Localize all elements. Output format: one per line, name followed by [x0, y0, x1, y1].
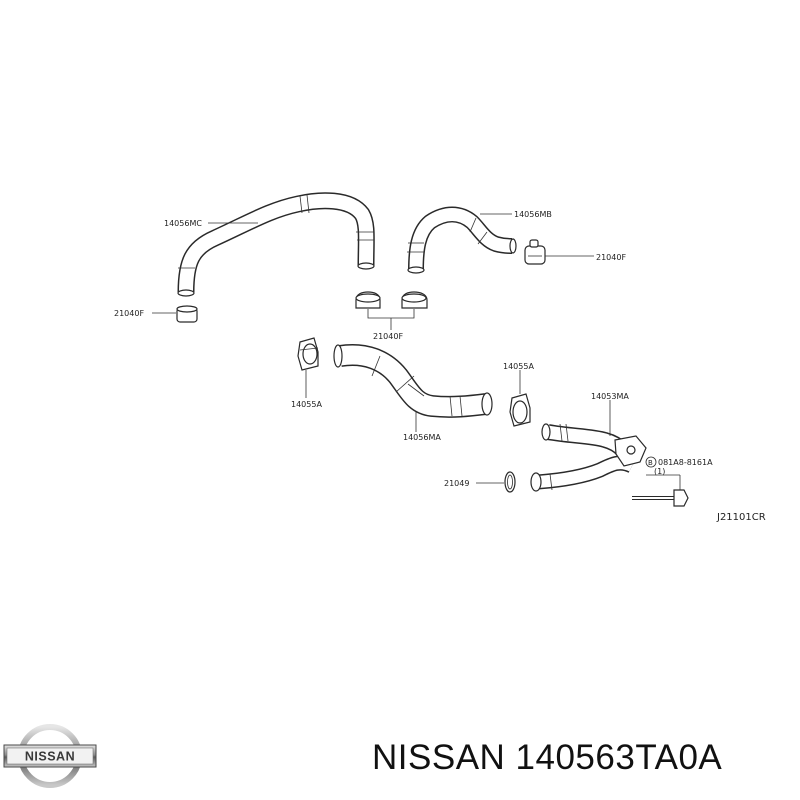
hose-14056mb: [407, 206, 517, 274]
clamp-21040f-center-a: [355, 291, 381, 309]
label-bolt-marker: B: [648, 459, 653, 467]
label-bolt-ref: 081A8-8161A: [658, 458, 713, 467]
hose-14056mc: [177, 192, 375, 297]
label-21040f-right: 21040F: [596, 253, 626, 262]
label-14053ma: 14053MA: [591, 392, 629, 401]
pipe-14053ma: [530, 423, 647, 492]
logo-text: NISSAN: [25, 750, 75, 764]
clamp-21040f-right: [524, 239, 546, 265]
label-14055a-right: 14055A: [503, 362, 534, 371]
label-21040f-center: 21040F: [373, 332, 403, 341]
hose-14056ma: [333, 344, 493, 418]
clamp-21040f-center-b: [401, 291, 428, 309]
label-14056mb: 14056MB: [514, 210, 552, 219]
label-21049: 21049: [444, 479, 469, 488]
bolt-081a8-8161a: [632, 489, 689, 507]
bolt-marker-circle: [645, 456, 657, 468]
figure-code: J21101CR: [716, 512, 766, 523]
part-caption: NISSAN 140563TA0A: [372, 738, 723, 777]
label-14055a-left: 14055A: [291, 400, 322, 409]
clamp-14055a-left: [297, 337, 319, 371]
label-14056mc: 14056MC: [164, 219, 202, 228]
clamp-14055a-right: [509, 393, 531, 427]
label-14056ma: 14056MA: [403, 433, 441, 442]
clamp-21040f-left: [176, 305, 198, 323]
label-bolt-qty: (1): [654, 467, 665, 476]
leader-lines: [152, 213, 681, 490]
oring-21049: [504, 471, 516, 493]
nissan-logo-icon: NISSAN: [3, 724, 97, 788]
label-21040f-left: 21040F: [114, 309, 144, 318]
